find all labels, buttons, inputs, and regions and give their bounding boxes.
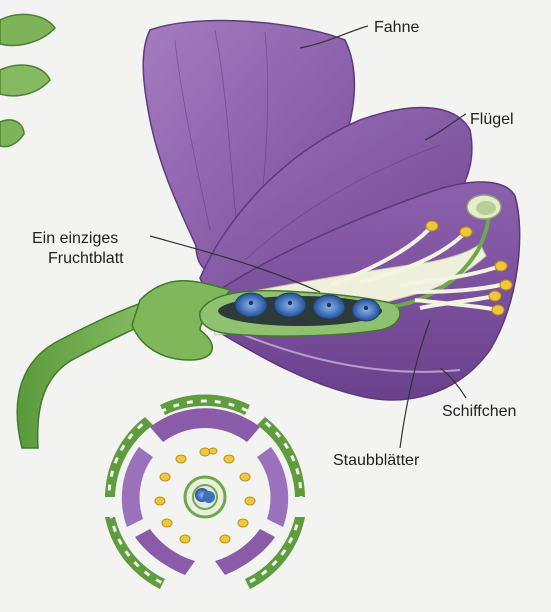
leaves [0, 14, 55, 146]
label-keel: Schiffchen [442, 403, 516, 420]
stigma [467, 195, 501, 219]
anther [492, 305, 504, 315]
anther [460, 227, 472, 237]
label-stamens: Staubblätter [333, 452, 420, 469]
anther [500, 280, 512, 290]
anther [489, 291, 501, 301]
anther [426, 221, 438, 231]
floral-diagram [105, 395, 305, 593]
label-banner: Fahne [374, 19, 419, 36]
label-wing: Flügel [470, 111, 514, 128]
anther [495, 261, 507, 271]
label-carpel-line2: Fruchtblatt [48, 250, 124, 267]
label-carpel-line1: Ein einziges [32, 230, 118, 247]
